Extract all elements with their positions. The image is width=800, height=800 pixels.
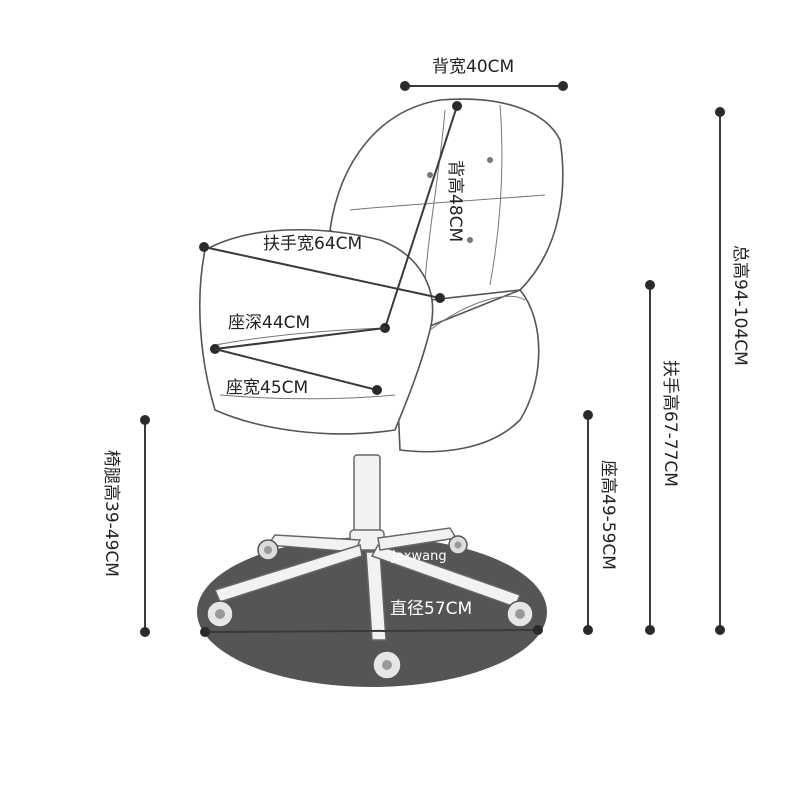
label-leg-height: 椅腿高39-49CM	[101, 450, 121, 577]
chair-caster	[206, 600, 234, 628]
brand-watermark: Jaxwang	[391, 549, 447, 564]
chair-caster	[372, 650, 402, 680]
label-seat-height: 座高49-59CM	[598, 460, 618, 570]
label-armrest-width: 扶手宽64CM	[263, 234, 362, 254]
chair-caster	[257, 539, 279, 561]
dimension-seat-width	[214, 348, 382, 395]
label-total-height: 总高94-104CM	[730, 245, 750, 366]
dimension-total-height	[715, 107, 725, 635]
armrest-line	[429, 295, 526, 331]
backrest-tuft-line	[349, 194, 546, 211]
dimension-leg-height	[140, 415, 150, 637]
backrest-button	[427, 172, 433, 178]
chair-illustration	[199, 98, 564, 680]
chair-side-shell	[394, 289, 540, 453]
dimension-diameter	[200, 625, 543, 637]
label-seat-width: 座宽45CM	[226, 378, 308, 398]
seat-cushion-line	[214, 327, 386, 346]
dimension-armrest-width	[199, 242, 445, 303]
label-back-height: 背高48CM	[445, 160, 465, 242]
backrest-button	[487, 157, 493, 163]
seat-cushion-line	[219, 394, 396, 400]
label-back-width: 背宽40CM	[432, 57, 514, 77]
chair-gas-lift	[353, 454, 381, 536]
chair-caster	[448, 535, 468, 555]
backrest-button	[467, 237, 473, 243]
dimension-seat-height	[583, 410, 593, 635]
backrest-tuft-line	[424, 109, 446, 281]
chair-caster	[506, 600, 534, 628]
label-seat-depth: 座深44CM	[228, 313, 310, 333]
label-diameter: 直径57CM	[390, 599, 472, 619]
label-armrest-height: 扶手高67-77CM	[660, 360, 680, 487]
dimension-armrest-height	[645, 280, 655, 635]
dimension-back-width	[400, 81, 568, 91]
